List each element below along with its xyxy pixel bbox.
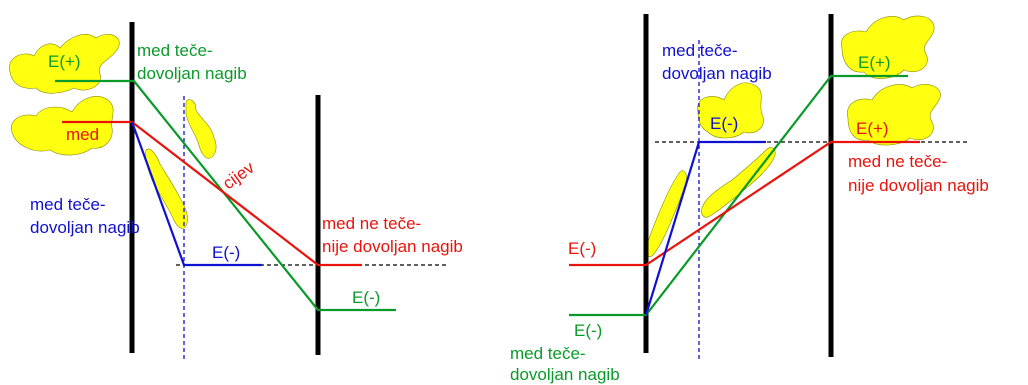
label-blue-line1: med teče- bbox=[30, 195, 106, 214]
label-e-plus-green: E(+) bbox=[858, 53, 891, 72]
honey-blob bbox=[185, 99, 217, 159]
label-green-bottom-line1: med teče- bbox=[510, 344, 586, 363]
blue-energy-line bbox=[644, 140, 766, 316]
label-red-line2: nije dovoljan nagib bbox=[322, 237, 463, 256]
red-energy-line bbox=[62, 120, 362, 267]
label-e-minus-blue: E(-) bbox=[710, 114, 738, 133]
label-e-minus-green: E(-) bbox=[574, 321, 602, 340]
label-e-minus-green: E(-) bbox=[352, 288, 380, 307]
label-e-minus-blue: E(-) bbox=[212, 243, 240, 262]
label-green-top-line1: med teče- bbox=[137, 41, 213, 60]
honey-blob bbox=[645, 170, 687, 257]
left-panel: E(+) med med teče- dovoljan nagib cijev … bbox=[9, 22, 463, 360]
label-red-line2: nije dovoljan nagib bbox=[848, 176, 989, 195]
right-panel: med teče- dovoljan nagib E(-) E(+) E(+) … bbox=[510, 14, 989, 384]
label-blue-line2: dovoljan nagib bbox=[662, 64, 772, 83]
red-energy-line bbox=[569, 140, 920, 267]
label-red-line1: med ne teče- bbox=[322, 214, 421, 233]
label-red-line1: med ne teče- bbox=[848, 152, 947, 171]
label-med: med bbox=[66, 125, 99, 144]
label-e-plus-red: E(+) bbox=[856, 119, 889, 138]
blue-energy-line bbox=[130, 121, 262, 267]
green-energy-line bbox=[569, 74, 908, 317]
honey-blob bbox=[841, 15, 935, 79]
honey-blob bbox=[11, 96, 114, 156]
label-blue-line2: dovoljan nagib bbox=[30, 218, 140, 237]
label-e-plus: E(+) bbox=[48, 52, 81, 71]
label-e-minus-red: E(-) bbox=[568, 239, 596, 258]
label-cijev: cijev bbox=[219, 158, 258, 194]
label-green-bottom-line2: dovoljan nagib bbox=[510, 365, 620, 384]
honey-blob bbox=[9, 34, 120, 94]
honey-blob bbox=[701, 147, 776, 218]
label-green-top-line2: dovoljan nagib bbox=[137, 64, 247, 83]
honey-blob bbox=[697, 82, 764, 139]
label-blue-line1: med teče- bbox=[662, 41, 738, 60]
